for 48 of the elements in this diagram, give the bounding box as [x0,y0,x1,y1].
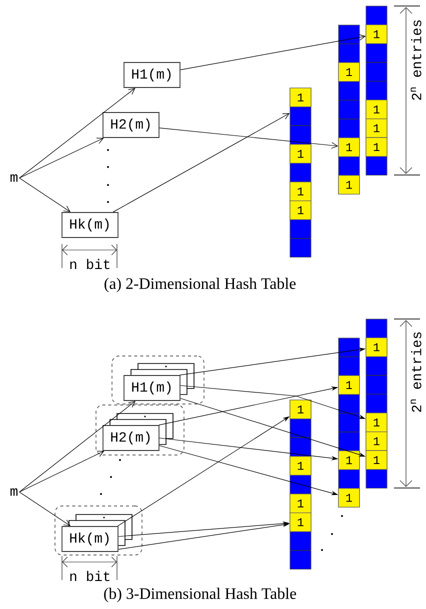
hash-function-box: Hk(m) [62,212,118,238]
arrow [19,492,71,526]
table-cell: 1 [290,456,312,476]
table-cell: 1 [366,412,388,432]
table-cell: 1 [338,488,360,508]
table-cell: 1 [290,200,312,220]
table-cell: 1 [338,450,360,470]
table-cell: 1 [338,62,360,82]
table-cell: 1 [366,24,388,44]
table-cell: 1 [290,88,312,108]
arrow [180,34,366,70]
hash-function-box: H1(m) [124,62,180,88]
arrow [19,88,136,178]
dimension-label: n bit [70,258,110,270]
dashed-group-box [96,404,184,456]
table-cell: 1 [366,338,388,357]
dashed-group-box [112,356,204,404]
table-cell: 1 [290,400,312,420]
input-label: m [10,174,18,182]
caption: (a) 2-Dimensional Hash Table [104,278,296,292]
table-cell: 1 [366,450,388,470]
table-cell: 1 [366,118,388,138]
hash-function-box: Hk(m) [62,526,118,552]
table-cell: 1 [290,512,312,532]
table-cell: 1 [338,375,360,395]
table-cell: 1 [366,432,388,451]
dimension-label: 2$^{n}$ entries [410,20,422,100]
arrow [112,113,290,212]
table-cell: 1 [366,100,388,120]
hash-function-box: H2(m) [102,112,160,138]
input-label: m [10,488,18,496]
arrow [159,128,338,149]
dashed-group-box [54,506,142,556]
table-cell: 1 [366,137,388,157]
arrow [19,450,104,492]
table-cell: 1 [338,138,360,157]
table-cell: 1 [290,182,312,202]
table-cell: 1 [290,494,312,514]
arrow [19,400,136,492]
dimension-label: n bit [70,570,110,582]
caption: (b) 3-Dimensional Hash Table [104,588,296,602]
dimension-label: 2$^{n}$ entries [410,332,422,412]
table-cell: 1 [338,175,360,194]
hash-function-box: H1(m) [124,375,180,401]
arrow [19,178,71,212]
hash-function-box: H2(m) [102,425,160,451]
arrow [19,138,104,178]
table-cell: 1 [290,144,312,164]
